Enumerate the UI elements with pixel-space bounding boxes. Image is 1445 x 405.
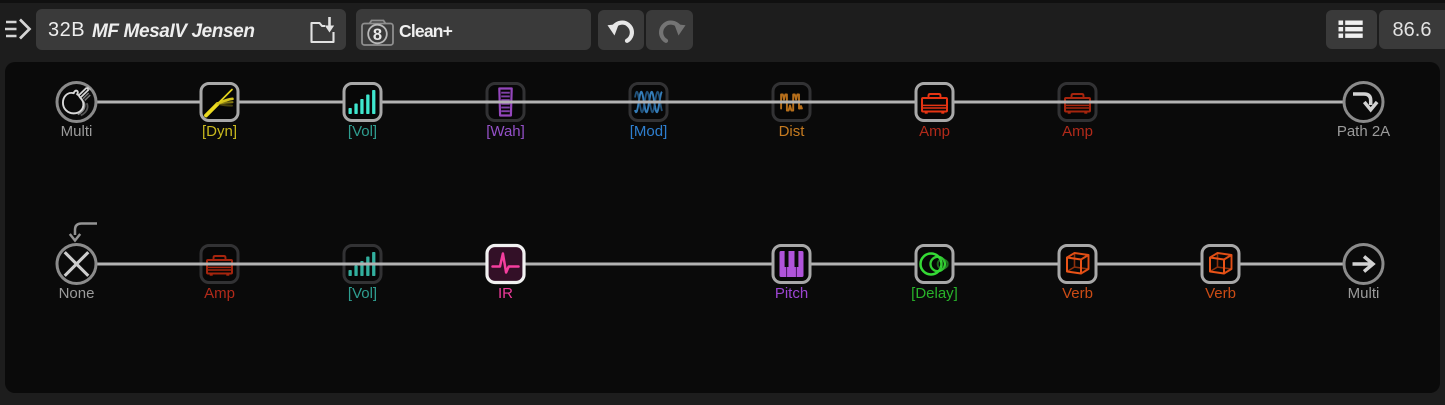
svg-text:Multi: Multi xyxy=(1348,285,1380,302)
svg-text:Amp: Amp xyxy=(204,285,235,302)
svg-text:[Mod]: [Mod] xyxy=(630,123,668,140)
svg-text:[Wah]: [Wah] xyxy=(486,123,525,140)
svg-text:[Dyn]: [Dyn] xyxy=(202,123,237,140)
svg-text:Multi: Multi xyxy=(61,123,93,140)
svg-text:Amp: Amp xyxy=(1062,123,1093,140)
svg-text:Verb: Verb xyxy=(1062,285,1093,302)
svg-text:IR: IR xyxy=(498,285,513,302)
svg-text:[Vol]: [Vol] xyxy=(348,123,377,140)
svg-text:Verb: Verb xyxy=(1205,285,1236,302)
svg-text:[Vol]: [Vol] xyxy=(348,285,377,302)
svg-text:[Delay]: [Delay] xyxy=(911,285,958,302)
svg-text:8: 8 xyxy=(373,26,382,44)
svg-text:Dist: Dist xyxy=(779,123,806,140)
svg-text:Path 2A: Path 2A xyxy=(1337,123,1390,140)
svg-text:None: None xyxy=(59,285,95,302)
svg-text:Pitch: Pitch xyxy=(775,285,808,302)
svg-text:Amp: Amp xyxy=(919,123,950,140)
